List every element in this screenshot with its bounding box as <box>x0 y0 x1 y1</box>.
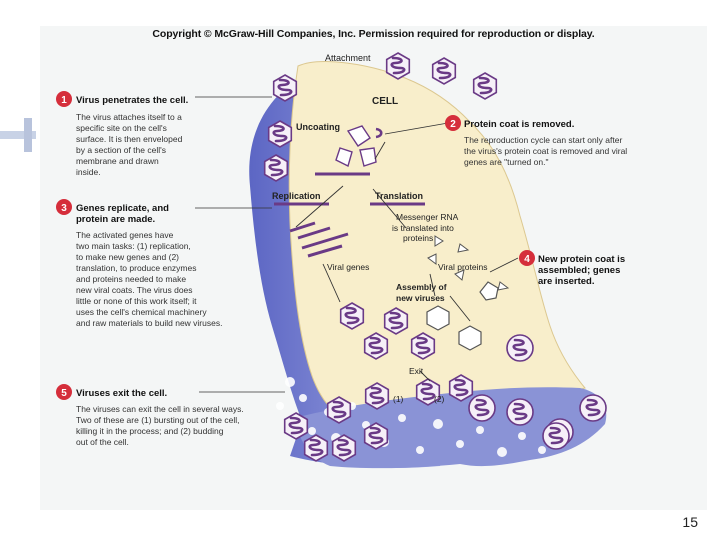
virus-inside-1 <box>267 119 293 149</box>
label-mrna-1: Messenger RNA <box>396 212 459 222</box>
replicated-genes <box>289 221 349 258</box>
step-4-title: assembled; genes <box>538 265 620 276</box>
label-uncoating: Uncoating <box>296 122 340 132</box>
step-3-body-line: and proteins needed to make <box>76 274 186 284</box>
step-3-number: 3 <box>61 203 67 214</box>
step-5-number: 5 <box>61 388 67 399</box>
step-5-badge <box>56 384 72 400</box>
virus-budded-1 <box>467 393 497 423</box>
virus-replication-diagram: Attachment CELL Uncoating Replication Tr… <box>56 51 627 469</box>
step-5-body-line: killing it in the process; and (2) buddi… <box>76 426 224 436</box>
slide-accent-bar-left <box>0 131 36 139</box>
label-assembly-1: Assembly of <box>396 282 447 292</box>
virus-attachment-2 <box>431 56 457 86</box>
step-1-body-line: The virus attaches itself to a <box>76 112 182 122</box>
label-mrna-3: proteins <box>403 233 433 243</box>
label-translation: Translation <box>375 191 423 201</box>
label-cell: CELL <box>372 96 398 107</box>
virus-released-6 <box>448 373 474 403</box>
label-exit-1: (1) <box>393 394 404 404</box>
label-viral-genes: Viral genes <box>327 262 369 272</box>
virus-exit-burst <box>364 381 390 411</box>
step-5-title: Viruses exit the cell. <box>76 388 167 399</box>
step-3-body-line: new viral coats. The virus does <box>76 285 193 295</box>
virus-budded-6 <box>541 421 571 451</box>
label-exit-2: (2) <box>434 394 445 404</box>
virus-attachment-1 <box>385 51 411 81</box>
step-4-title: are inserted. <box>538 276 595 287</box>
step-2-badge <box>445 115 461 131</box>
virus-assembled-3 <box>363 331 389 361</box>
step-2-number: 2 <box>450 119 456 130</box>
copyright-notice: Copyright © McGraw-Hill Companies, Inc. … <box>152 28 595 40</box>
step-4-title: New protein coat is <box>538 254 625 265</box>
step-1-body-line: membrane and drawn <box>76 156 159 166</box>
step-3-title: protein are made. <box>76 214 155 225</box>
slide-number: 15 <box>682 514 698 530</box>
step-1-body-line: by a section of the cell's <box>76 145 166 155</box>
uncoating-coat <box>335 125 377 168</box>
step-2-body-line: The reproduction cycle can start only af… <box>464 135 622 145</box>
pointer-lines <box>195 96 519 393</box>
label-attachment: Attachment <box>325 53 371 63</box>
label-exit: Exit <box>409 366 424 376</box>
step-3-body-line: uses the cell's chemical machinery <box>76 307 207 317</box>
slide-accent-bar-vertical <box>24 118 32 152</box>
step-4-badge <box>519 250 535 266</box>
label-assembly-2: new viruses <box>396 293 445 303</box>
label-mrna-2: is translated into <box>392 223 454 233</box>
step-1-number: 1 <box>61 95 67 106</box>
virus-assembled-1 <box>339 301 365 331</box>
step-3-body-line: two main tasks: (1) replication, <box>76 241 191 251</box>
cell-membrane <box>249 71 455 468</box>
step-1-title: Virus penetrates the cell. <box>76 95 188 106</box>
uncoating-gene <box>375 127 383 139</box>
step-3-title: Genes replicate, and <box>76 203 169 214</box>
step-5-body-line: Two of these are (1) bursting out of the… <box>76 415 239 425</box>
label-viral-proteins: Viral proteins <box>438 262 487 272</box>
step-1-badge <box>56 91 72 107</box>
virus-budded-2 <box>505 397 535 427</box>
virus-inside-2 <box>263 153 289 183</box>
step-2-body-line: the virus's protein coat is removed and … <box>464 146 627 156</box>
step-1-body-line: inside. <box>76 167 101 177</box>
assembly-capsid-2 <box>458 325 482 351</box>
step-4-number: 4 <box>524 254 530 265</box>
label-replication: Replication <box>272 191 321 201</box>
step-3-badge <box>56 199 72 215</box>
step-3-body-line: little or none of this work itself; it <box>76 296 197 306</box>
step-3-body-line: The activated genes have <box>76 230 174 240</box>
step-3-body-line: translation, to produce enzymes <box>76 263 196 273</box>
virus-entering <box>272 73 298 103</box>
virus-budded-5 <box>505 333 535 363</box>
virus-released-2 <box>283 411 309 441</box>
step-1-body-line: specific site on the cell's <box>76 123 167 133</box>
step-3-body-line: to make new genes and (2) <box>76 252 179 262</box>
step-1-body-line: surface. It is then enveloped <box>76 134 183 144</box>
virus-released-1 <box>326 395 352 425</box>
assembly-capsid-3 <box>479 281 499 301</box>
step-5-body-line: out of the cell. <box>76 437 129 447</box>
virus-budded-4 <box>578 393 608 423</box>
step-2-body-line: genes are "turned on." <box>464 157 548 167</box>
flow-arrows <box>295 141 471 382</box>
virus-released-4 <box>331 433 357 463</box>
virus-assembled-4 <box>410 331 436 361</box>
assembly-capsid-1 <box>426 305 450 331</box>
step-3-body-line: and raw materials to build new viruses. <box>76 318 222 328</box>
step-5-body-line: The viruses can exit the cell in several… <box>76 404 244 414</box>
virus-released-3 <box>303 433 329 463</box>
virus-assembled-2 <box>383 306 409 336</box>
virus-attachment-3 <box>472 71 498 101</box>
step-2-title: Protein coat is removed. <box>464 119 574 130</box>
virus-released-5 <box>363 421 389 451</box>
